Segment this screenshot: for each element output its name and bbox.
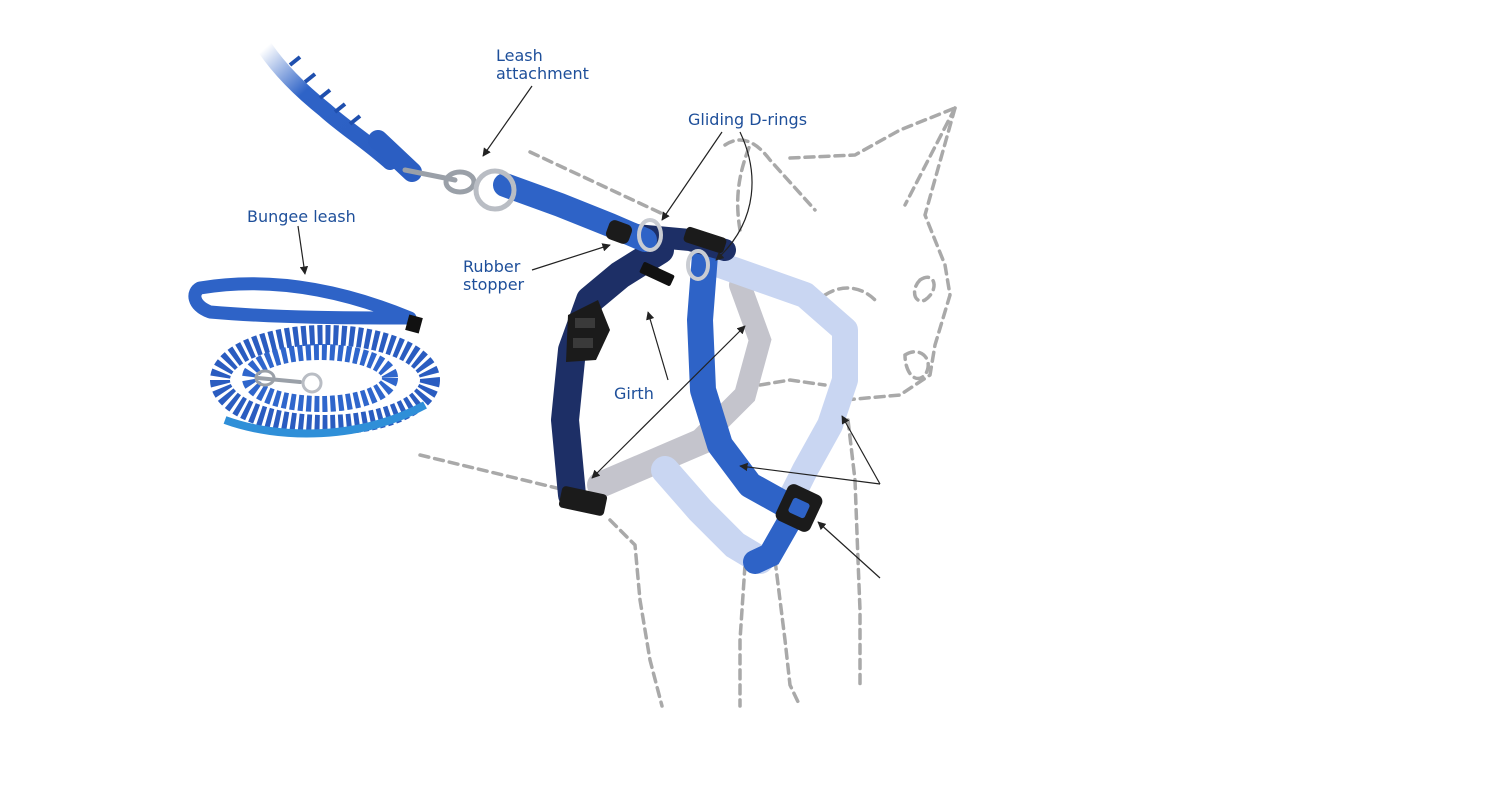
pointer-girth-up [646,311,669,381]
leash-snap-hook [402,167,517,212]
pointer-chest-strap [841,415,881,485]
label-leash-attachment: Leash attachment [496,46,589,83]
label-bungee-leash: Bungee leash [247,207,356,226]
pointer-adjuster [817,521,881,579]
logo-tag [639,262,675,286]
pointer-rubber-stopper [531,243,611,271]
gliding-d-rings [637,218,710,281]
label-girth: Girth [614,384,654,403]
label-gliding-d-rings: Gliding D-rings [688,110,807,129]
pointer-neck-strap [739,462,881,485]
rubber-stopper-piece [605,220,633,244]
adjustment-slider [775,484,823,532]
pointer-girth-diagonal [591,325,746,479]
pointer-leash-attachment [482,85,533,157]
leash [257,40,422,182]
pointer-bungee-leash [297,225,309,275]
pointer-lines [297,85,881,579]
pointer-d-ring-2 [715,131,753,261]
back-slider [683,226,727,254]
cat-outline [418,106,957,708]
pointer-d-ring-1 [661,131,723,221]
callout-labels: Leash attachment Gliding D-rings Bungee … [247,46,807,403]
bungee-leash [188,277,440,438]
label-rubber-stopper: Rubber stopper [463,257,525,294]
chest-strap-light [651,252,858,574]
